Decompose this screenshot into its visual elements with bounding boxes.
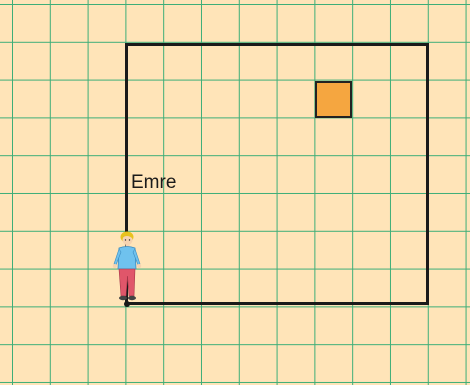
orange-square-tile <box>315 81 352 118</box>
character-name-label: Emre <box>131 173 176 192</box>
child-boy-icon <box>110 228 144 308</box>
